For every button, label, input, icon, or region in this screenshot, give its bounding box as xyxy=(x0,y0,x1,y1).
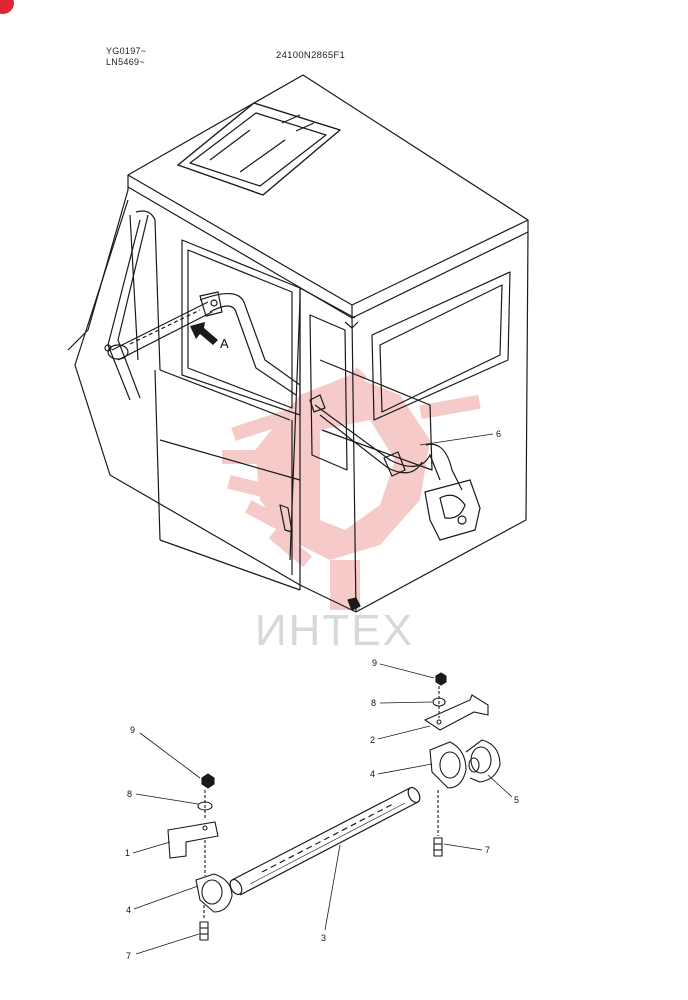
right-bracket-set xyxy=(423,672,501,857)
watermark-logo: ИНТЕХ xyxy=(222,367,481,655)
part-number-2: 2 xyxy=(370,735,375,745)
part-number-8: 8 xyxy=(371,698,376,708)
callout-part-8-right: 8 xyxy=(371,698,433,708)
part-number-7: 7 xyxy=(485,845,490,855)
part-number-9: 9 xyxy=(372,658,377,668)
callout-part-4-left: 4 xyxy=(126,885,199,915)
part-number-4: 4 xyxy=(370,769,375,779)
drawing-number: 24100N2865F1 xyxy=(276,50,346,61)
left-bracket-set xyxy=(167,773,233,941)
view-label-a: A xyxy=(220,336,229,351)
callout-part-5: 5 xyxy=(487,774,519,805)
callout-part-6: 6 xyxy=(419,429,501,446)
callout-part-8-left: 8 xyxy=(127,789,199,805)
callout-part-7-right: 7 xyxy=(443,843,490,855)
part-number-7: 7 xyxy=(126,951,131,961)
callout-part-9-left: 9 xyxy=(130,725,201,779)
part-number-6: 6 xyxy=(496,429,501,439)
callout-part-9-right: 9 xyxy=(372,658,435,679)
callout-part-7-left: 7 xyxy=(126,933,200,961)
serial-range-line-2: LN5469~ xyxy=(106,57,145,67)
part-number-1: 1 xyxy=(125,848,130,858)
corner-badge xyxy=(0,0,14,14)
cab-handrail-assembly xyxy=(104,210,481,541)
part-number-3: 3 xyxy=(321,933,326,943)
callout-part-1: 1 xyxy=(125,841,171,858)
callout-part-4-right: 4 xyxy=(370,763,433,779)
handrail-tube xyxy=(229,786,421,896)
part-number-8: 8 xyxy=(127,789,132,799)
part-number-9: 9 xyxy=(130,725,135,735)
callout-part-2: 2 xyxy=(370,725,431,745)
serial-range-line-1: YG0197~ xyxy=(106,46,147,56)
watermark-text: ИНТЕХ xyxy=(255,606,414,655)
operator-cab xyxy=(67,74,529,613)
part-number-5: 5 xyxy=(514,795,519,805)
part-number-4: 4 xyxy=(126,905,131,915)
view-arrow-a: A xyxy=(190,322,229,351)
callout-part-3: 3 xyxy=(321,844,341,943)
